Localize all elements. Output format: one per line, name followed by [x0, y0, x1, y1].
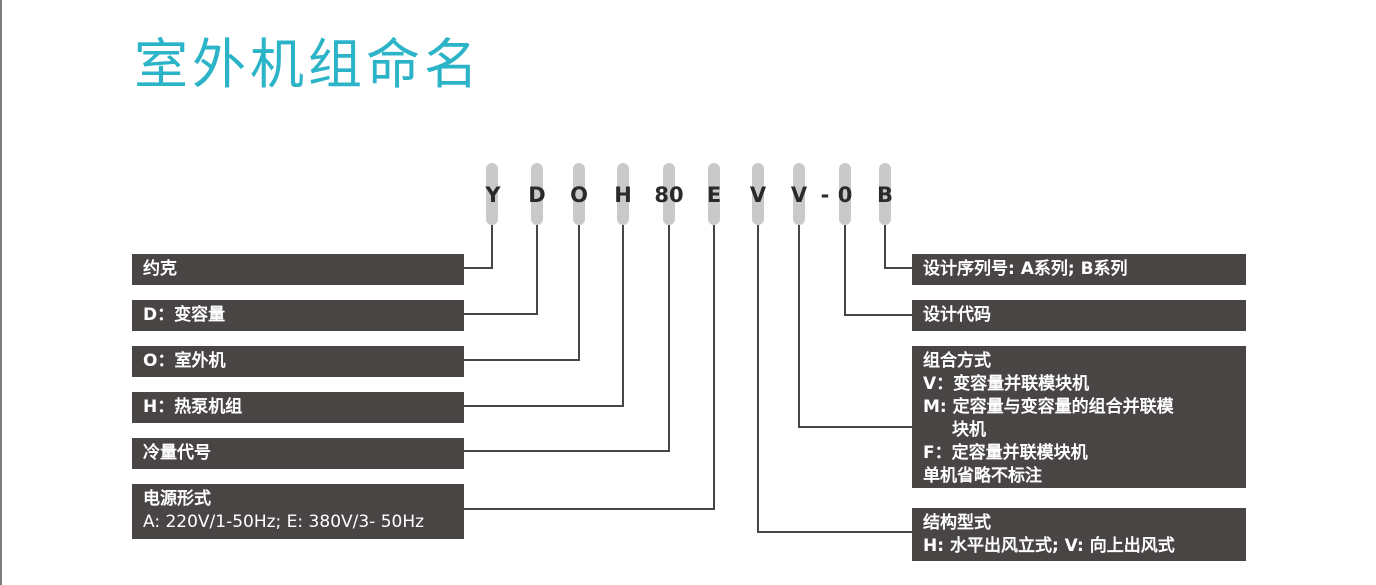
code-tab-d — [531, 163, 543, 225]
code-tab-v2 — [793, 163, 805, 225]
connector-0 — [844, 225, 912, 316]
label-yorke-text: 约克 — [143, 259, 177, 279]
code-char-e: E — [706, 183, 722, 207]
connector-d — [464, 225, 538, 315]
label-heat-pump-text: H：热泵机组 — [143, 397, 243, 417]
page-left-rule — [0, 0, 2, 585]
label-structure-type-detail: H: 水平出风立式; V: 向上出风式 — [923, 536, 1175, 556]
label-structure-type-title: 结构型式 — [923, 513, 991, 533]
connector-y — [464, 225, 493, 269]
label-combination-single: 单机省略不标注 — [923, 466, 1042, 486]
label-combination: 组合方式 V：变容量并联模块机 M: 定容量与变容量的组合并联模 块机 F：定容… — [912, 346, 1246, 488]
label-heat-pump: H：热泵机组 — [132, 392, 464, 423]
label-outdoor-unit-text: O：室外机 — [143, 351, 226, 371]
page-title: 室外机组命名 — [134, 33, 482, 96]
code-tab-h — [617, 163, 629, 225]
code-char-o: O — [570, 183, 588, 207]
label-capacity-code: 冷量代号 — [132, 438, 464, 469]
code-tab-0 — [839, 163, 851, 225]
label-power-supply-detail: A: 220V/1-50Hz; E: 380V/3- 50Hz — [143, 512, 425, 532]
label-design-series: 设计序列号: A系列; B系列 — [912, 254, 1246, 285]
connector-80 — [464, 225, 670, 452]
code-tab-o — [573, 163, 585, 225]
label-variable-capacity-text: D：变容量 — [143, 305, 226, 325]
label-combination-title: 组合方式 — [923, 351, 991, 371]
code-char-v1: V — [749, 183, 767, 207]
connector-b — [884, 225, 912, 269]
code-char-h: H — [614, 183, 632, 207]
code-tab-v1 — [752, 163, 764, 225]
code-char-80: 80 — [654, 183, 684, 207]
label-design-code: 设计代码 — [912, 300, 1246, 331]
label-outdoor-unit: O：室外机 — [132, 346, 464, 377]
label-design-code-text: 设计代码 — [923, 305, 991, 325]
label-power-supply: 电源形式 A: 220V/1-50Hz; E: 380V/3- 50Hz — [132, 484, 464, 539]
code-tab-80 — [663, 163, 675, 225]
code-tab-e — [708, 163, 720, 225]
connector-o — [464, 225, 580, 361]
connector-v2 — [798, 225, 912, 428]
code-char-y: Y — [485, 183, 501, 207]
code-char-d: D — [528, 183, 546, 207]
code-char-v2: V — [790, 183, 808, 207]
code-char-0: 0 — [837, 183, 853, 207]
label-combination-m-cont: 块机 — [952, 420, 986, 440]
label-combination-m: M: 定容量与变容量的组合并联模 — [923, 397, 1174, 417]
label-combination-f: F：定容量并联模块机 — [923, 443, 1088, 463]
label-design-series-text: 设计序列号: A系列; B系列 — [923, 259, 1128, 279]
code-tab-b — [879, 163, 891, 225]
connector-v1 — [757, 225, 912, 533]
code-char-dash: - — [820, 183, 830, 207]
label-combination-v: V：变容量并联模块机 — [923, 374, 1090, 394]
label-structure-type: 结构型式 H: 水平出风立式; V: 向上出风式 — [912, 508, 1246, 561]
connector-h — [464, 225, 624, 407]
code-char-b: B — [876, 183, 893, 207]
connector-e — [464, 225, 715, 510]
label-power-supply-title: 电源形式 — [143, 489, 211, 509]
label-capacity-code-text: 冷量代号 — [143, 443, 211, 463]
code-tab-y — [486, 163, 498, 225]
label-variable-capacity: D：变容量 — [132, 300, 464, 331]
label-yorke: 约克 — [132, 254, 464, 285]
